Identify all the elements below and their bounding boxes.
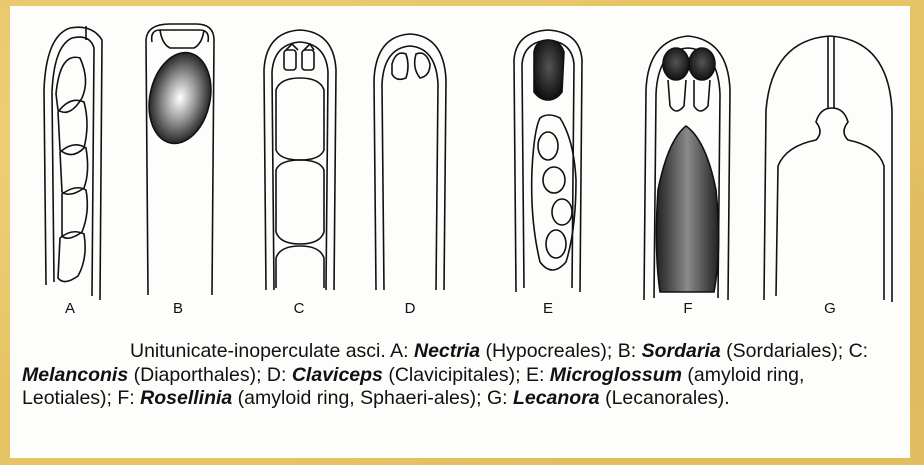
ascus-g — [764, 36, 892, 302]
genus-melanconis: Melanconis — [22, 364, 128, 386]
label-f: F — [668, 300, 708, 317]
genus-claviceps: Claviceps — [292, 364, 383, 386]
ascus-e — [514, 30, 582, 292]
caption-lead: Unitunicate-inoperculate asci. A: — [130, 340, 414, 362]
genus-lecanora: Lecanora — [513, 387, 600, 409]
label-g: G — [810, 300, 850, 317]
label-d: D — [390, 300, 430, 317]
genus-sordaria: Sordaria — [642, 340, 721, 362]
figure-caption: Unitunicate-inoperculate asci. A: Nectri… — [22, 340, 896, 411]
label-b: B — [158, 300, 198, 317]
caption-f-rest: (amyloid ring, Sphaeri-ales); G: — [232, 387, 513, 409]
caption-c-rest: (Diaporthales); D: — [128, 364, 292, 386]
genus-nectria: Nectria — [414, 340, 480, 362]
caption-d-rest: (Clavicipitales); E: — [383, 364, 550, 386]
ascus-f — [644, 36, 730, 300]
genus-microglossum: Microglossum — [550, 364, 682, 386]
caption-g-rest: (Lecanorales). — [600, 387, 730, 409]
ascus-c — [264, 30, 336, 290]
caption-a-rest: (Hypocreales); B: — [480, 340, 641, 362]
caption-b-rest: (Sordariales); C: — [721, 340, 868, 362]
ascus-d — [374, 34, 446, 290]
label-c: C — [279, 300, 319, 317]
genus-rosellinia: Rosellinia — [140, 387, 232, 409]
label-e: E — [528, 300, 568, 317]
ascus-a — [44, 26, 102, 300]
label-a: A — [50, 300, 90, 317]
ascus-b — [141, 24, 219, 295]
